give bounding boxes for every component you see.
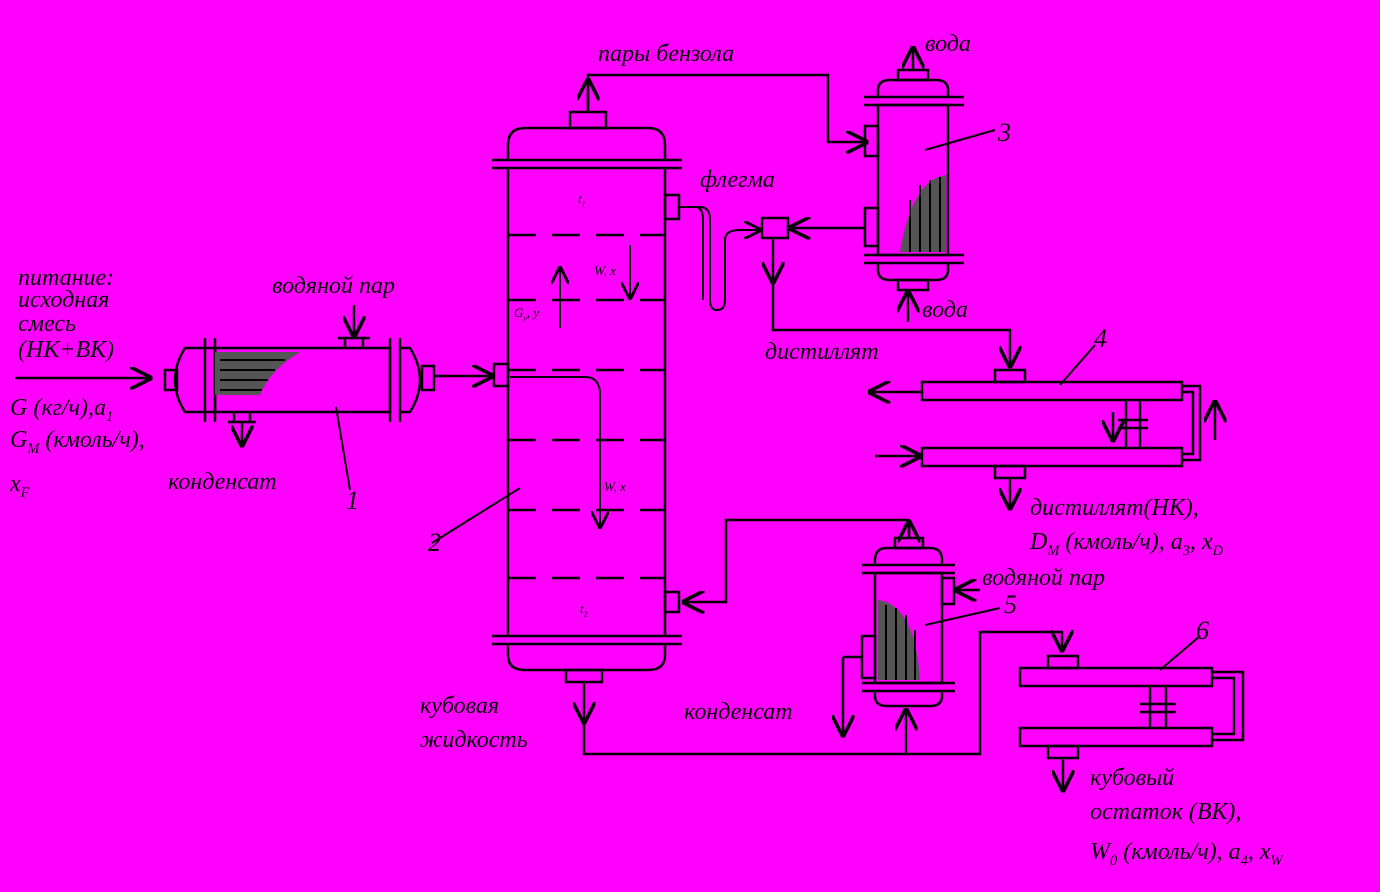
feed-composition: xF [10, 471, 30, 501]
residue-cooler-6 [1018, 654, 1245, 760]
residue-line2: остаток (ВК), [1090, 799, 1242, 825]
temp-t2: t2 [580, 601, 588, 619]
steam-label-5: водяной пар [982, 565, 1105, 591]
feed-flow-mass: G (кг/ч),a1 [10, 395, 114, 425]
condensate-label-1: конденсат [168, 469, 277, 495]
distillate-flow-label: DM (кмоль/ч), a3, xD [1030, 529, 1224, 559]
distillation-column-2 [492, 110, 682, 684]
feed-heater-1 [163, 336, 436, 424]
benzene-vapor-label: пары бензола [598, 41, 735, 67]
distillate-label: дистиллят [765, 339, 879, 365]
water-bottom-label: вода [922, 297, 968, 323]
number-4: 4 [1094, 324, 1107, 353]
number-3: 3 [998, 118, 1011, 147]
number-1: 1 [346, 486, 359, 515]
feed-heater-hatch [215, 352, 300, 395]
liquid-flow-mid: W, x [604, 479, 626, 494]
residue-flow-label: W0 (кмоль/ч), a4, xW [1090, 839, 1283, 869]
condensate-label-5: конденсат [684, 699, 793, 725]
feed-line3: (НК+ВК) [18, 337, 115, 363]
reflux-label: флегма [700, 167, 775, 193]
number-5: 5 [1004, 590, 1017, 619]
condenser-3 [863, 68, 964, 292]
bottoms-line1: кубовая [420, 693, 500, 719]
water-top-label: вода [925, 31, 971, 57]
bottoms-line2: жидкость [420, 727, 528, 753]
vapor-flow: Gу, у [514, 305, 540, 323]
number-6: 6 [1196, 616, 1209, 645]
temp-t1: t1 [578, 191, 586, 209]
steam-label-top: водяной пар [272, 273, 395, 299]
residue-line1: кубовый [1090, 765, 1175, 791]
reboiler-hatch [878, 600, 920, 680]
number-2: 2 [428, 528, 441, 557]
distillate-product-label: дистиллят(НК), [1030, 495, 1199, 521]
reboiler-5 [860, 536, 956, 708]
feed-line1: исходная [18, 287, 110, 313]
feed-flow-molar: GM (кмоль/ч), [10, 427, 145, 457]
distillate-cooler-4 [920, 368, 1202, 480]
condenser-hatch [900, 175, 946, 252]
liquid-flow-top: W, x [594, 263, 616, 278]
feed-title: питание: [18, 265, 115, 291]
feed-line2: смесь [18, 311, 76, 337]
reflux-divider [760, 216, 790, 240]
